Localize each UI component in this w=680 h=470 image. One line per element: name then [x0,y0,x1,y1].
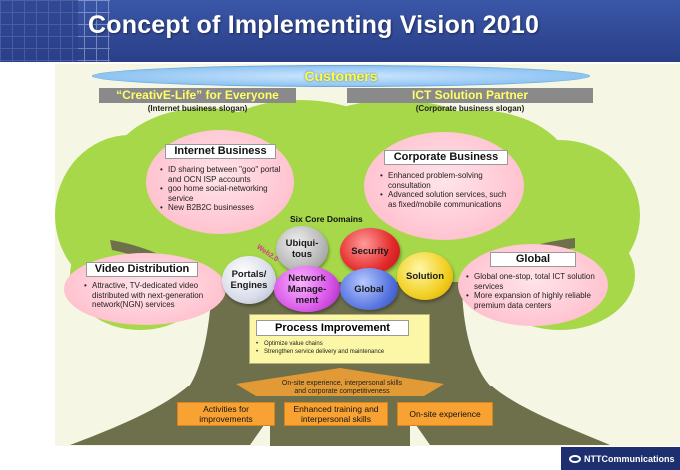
ntt-logo: NTTCommunications [561,447,680,470]
process-improvement-list: Optimize value chains Strengthen service… [256,340,384,356]
list-item: ID sharing between "goo" portal and OCN … [160,165,282,184]
activities-root: Activities for improvements [177,402,275,426]
onsite-caption: On-site experience, interpersonal skills… [242,380,442,396]
corporate-business-title: Corporate Business [384,150,508,165]
experience-root: On-site experience [397,402,493,426]
internet-slogan: “CreativE-Life” for Everyone [99,88,296,103]
internet-business-title: Internet Business [165,144,276,159]
list-item: goo home social-networking service [160,184,282,203]
six-core-domains-label: Six Core Domains [290,214,363,224]
onsite-caption-line: On-site experience, interpersonal skills [281,380,403,387]
video-distribution-list: Attractive, TV-dedicated video distribut… [84,281,222,310]
ubiquitous-domain: Ubiqui- tous [276,226,328,272]
internet-slogan-caption: (Internet business slogan) [147,104,248,113]
list-item: Strengthen service delivery and maintena… [256,348,384,356]
training-root: Enhanced training and interpersonal skil… [284,402,388,426]
ntt-logo-text: NTTCommunications [584,453,675,464]
list-item: More expansion of highly reliable premiu… [466,291,604,310]
video-distribution-title: Video Distribution [86,262,198,277]
global-title: Global [490,252,576,267]
internet-business-list: ID sharing between "goo" portal and OCN … [160,165,282,213]
title-banner: Concept of Implementing Vision 2010 [0,0,680,62]
corporate-business-list: Enhanced problem-solving consultation Ad… [380,171,508,209]
banner-accent [0,0,78,62]
ntt-logo-icon [569,454,581,463]
list-item: Attractive, TV-dedicated video distribut… [84,281,222,310]
corporate-slogan-caption: (Corporate business slogan) [415,104,525,113]
list-item: Enhanced problem-solving consultation [380,171,508,190]
customers-banner: Customers [92,65,590,87]
corporate-slogan: ICT Solution Partner [347,88,593,103]
solution-domain: Solution [397,252,453,300]
process-improvement-title: Process Improvement [256,320,409,336]
global-list: Global one-stop, total ICT solution serv… [466,272,604,310]
global-domain: Global [340,268,398,310]
list-item: Optimize value chains [256,340,384,348]
upward-arrow [236,368,444,396]
left-margin [0,62,55,470]
onsite-caption-line: and corporate competitiveness [294,388,390,395]
list-item: New B2B2C businesses [160,203,282,213]
page-title: Concept of Implementing Vision 2010 [88,11,540,39]
security-domain: Security [340,228,400,274]
list-item: Advanced solution services, such as fixe… [380,190,508,209]
portals-domain: Portals/ Engines [222,256,276,304]
network-management-domain: Network Manage- ment [274,266,340,312]
list-item: Global one-stop, total ICT solution serv… [466,272,604,291]
